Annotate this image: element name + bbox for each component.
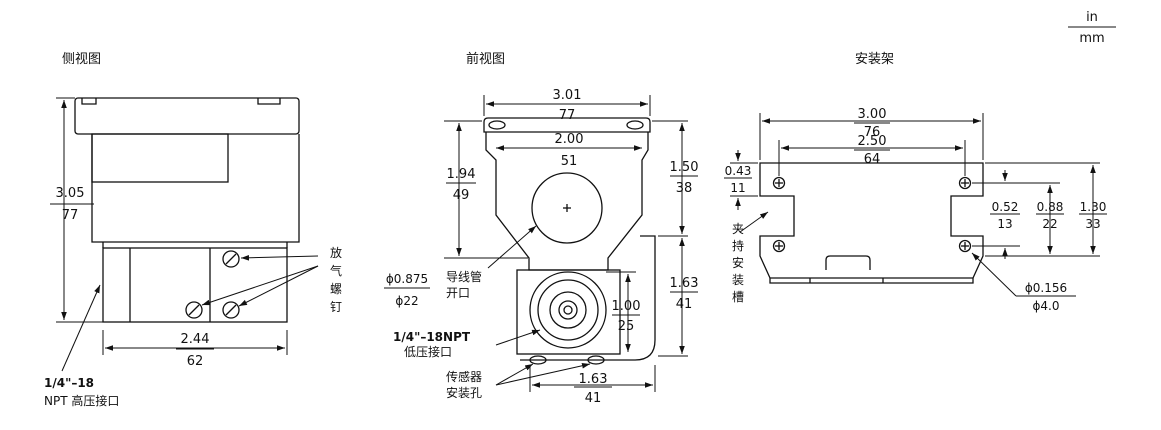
side-height-mm: 77 — [62, 208, 79, 223]
side-dims — [50, 97, 319, 372]
svg-text:钉: 钉 — [330, 300, 342, 314]
units-legend: in mm — [1068, 10, 1116, 46]
lp-port-label-1: 1/4"–18NPT — [393, 330, 471, 344]
conduit-label-1: 导线管 — [446, 269, 482, 284]
unit-inch: in — [1086, 10, 1098, 25]
vent-screw-label: 放 气 螺 钉 — [330, 245, 342, 314]
lp-port-label-2: 低压接口 — [404, 344, 452, 359]
side-cover-clip-right — [257, 98, 281, 105]
front-center-mm: 25 — [618, 319, 635, 334]
hp-port-label-1: 1/4"–18 — [44, 376, 94, 390]
bracket-r3-in: 1.30 — [1080, 200, 1107, 214]
svg-text:气: 气 — [330, 263, 342, 278]
front-bottom-in: 1.63 — [579, 372, 608, 387]
side-view-title: 侧视图 — [62, 52, 101, 67]
conduit-dia-mm: ϕ22 — [395, 294, 418, 308]
side-window — [91, 133, 229, 183]
bracket-r1-mm: 13 — [997, 217, 1012, 231]
front-inner-mm: 51 — [561, 154, 578, 169]
bracket-holes-in: 2.50 — [858, 134, 887, 149]
vent-screw-2 — [185, 301, 203, 319]
bracket-flange — [769, 278, 974, 284]
bracket-left-in: 0.43 — [725, 164, 752, 178]
side-height-in: 3.05 — [56, 186, 85, 201]
side-body — [91, 134, 300, 243]
front-view — [483, 117, 656, 365]
bracket-width-mm: 76 — [864, 125, 881, 140]
bracket-hole-4 — [958, 239, 972, 253]
bracket-r2-mm: 22 — [1042, 217, 1057, 231]
svg-text:放: 放 — [330, 245, 342, 260]
front-right-in: 1.50 — [670, 160, 699, 175]
lp-port-outer — [529, 271, 607, 349]
bracket-width-in: 3.00 — [858, 107, 887, 122]
bracket-left-mm: 11 — [730, 181, 745, 195]
bracket-hole-3 — [772, 239, 786, 253]
front-bottom-mm: 41 — [585, 391, 602, 406]
front-top-flange — [483, 117, 651, 133]
conduit-dia-in: ϕ0.875 — [386, 272, 428, 286]
side-width-mm: 62 — [187, 354, 204, 369]
side-view — [74, 97, 300, 323]
front-manifold — [516, 269, 621, 355]
front-display — [531, 172, 603, 244]
front-right-mm: 38 — [676, 181, 693, 196]
front-lower-in: 1.63 — [670, 276, 699, 291]
front-top-in: 3.01 — [553, 88, 582, 103]
bracket-hole-2 — [958, 176, 972, 190]
bracket-holes-mm: 64 — [864, 152, 881, 167]
svg-text:装: 装 — [732, 273, 744, 287]
svg-text:螺: 螺 — [330, 282, 342, 296]
bracket-hole-1 — [772, 176, 786, 190]
svg-text:持: 持 — [732, 238, 744, 253]
side-manifold — [102, 247, 288, 323]
hp-port-label-2: NPT 高压接口 — [44, 393, 119, 408]
front-bracket — [520, 235, 656, 361]
front-top-mm: 77 — [559, 108, 576, 123]
front-left-in: 1.94 — [447, 167, 476, 182]
svg-text:安: 安 — [732, 255, 744, 270]
hole-dia-in: ϕ0.156 — [1025, 281, 1067, 295]
front-view-title: 前视图 — [466, 51, 505, 67]
clamp-slot-label: 夹 持 安 装 槽 — [732, 222, 744, 304]
vent-screw-3 — [222, 301, 240, 319]
front-center-in: 1.00 — [612, 299, 641, 314]
side-width-in: 2.44 — [181, 332, 210, 347]
front-dims — [384, 95, 698, 392]
bracket-r2-in: 0.88 — [1037, 200, 1064, 214]
front-inner-in: 2.00 — [555, 132, 584, 147]
bracket-dims — [724, 113, 1107, 297]
vent-screw-1 — [222, 250, 240, 268]
unit-mm: mm — [1079, 31, 1104, 46]
conduit-label-2: 开口 — [446, 286, 470, 300]
bracket-view — [759, 162, 984, 284]
bracket-tab — [825, 255, 871, 270]
bracket-view-title: 安装架 — [855, 52, 894, 67]
front-left-mm: 49 — [453, 188, 470, 203]
bracket-r3-mm: 33 — [1085, 217, 1100, 231]
bracket-plate — [759, 162, 984, 279]
front-body — [485, 132, 649, 271]
svg-text:夹: 夹 — [732, 222, 744, 236]
sensor-label-2: 安装孔 — [446, 385, 482, 400]
hole-dia-mm: ϕ4.0 — [1033, 299, 1060, 313]
svg-text:槽: 槽 — [732, 290, 744, 304]
side-cover-clip-left — [81, 98, 97, 105]
sensor-label-1: 传感器 — [446, 369, 482, 384]
bracket-r1-in: 0.52 — [992, 200, 1019, 214]
front-lower-mm: 41 — [676, 297, 693, 312]
